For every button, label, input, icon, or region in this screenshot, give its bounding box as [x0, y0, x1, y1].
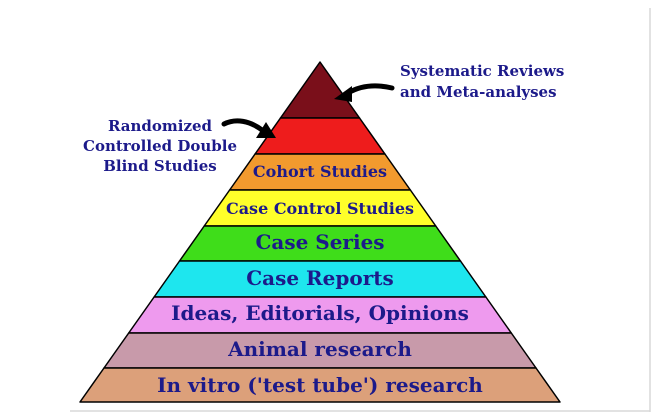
band-in-vitro-research: [79, 367, 561, 403]
callout-systematic-reviews-line1: Systematic Reviews: [400, 62, 564, 80]
arrow-head-second-icon: [256, 122, 276, 138]
callout-systematic-reviews: Systematic Reviews and Meta-analyses: [334, 62, 564, 102]
arrow-head-top-icon: [334, 86, 352, 102]
callout-randomized-line3: Blind Studies: [103, 157, 217, 175]
arrow-to-top-level-icon: [345, 83, 395, 96]
pyramid-bands: [79, 61, 561, 403]
level-label-animal-research: Animal research: [227, 337, 412, 361]
callout-randomized-controlled: Randomized Controlled Double Blind Studi…: [83, 117, 276, 175]
pyramid-labels: Cohort Studies Case Control Studies Case…: [157, 162, 483, 397]
level-label-cohort-studies: Cohort Studies: [253, 162, 387, 181]
level-label-case-series: Case Series: [255, 230, 384, 254]
arrow-to-second-level-icon: [221, 118, 265, 133]
callout-randomized-line1: Randomized: [108, 117, 213, 135]
callout-randomized-line2: Controlled Double: [83, 137, 237, 155]
level-label-case-reports: Case Reports: [246, 266, 394, 290]
level-label-case-control-studies: Case Control Studies: [226, 199, 414, 218]
level-label-in-vitro-research: In vitro ('test tube') research: [157, 373, 483, 397]
callout-systematic-reviews-line2: and Meta-analyses: [400, 83, 557, 101]
level-label-ideas-editorials-opinions: Ideas, Editorials, Opinions: [171, 301, 469, 325]
